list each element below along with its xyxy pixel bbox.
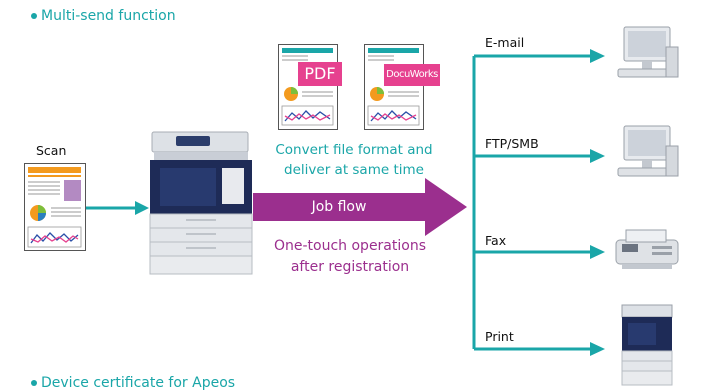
email-branch-arrowhead [590,49,605,63]
destination-label-print: Print [485,329,514,344]
fax-branch-arrowhead [590,245,605,259]
desktop-computer-icon [617,125,679,177]
scan-label: Scan [36,143,67,158]
bullet-dot [31,380,37,386]
fax-machine-icon [615,229,679,269]
job-flow-label: Job flow [311,199,367,215]
job-flow-caption-line1: One-touch operations [273,238,427,254]
conversion-caption-line2: deliver at same time [284,162,424,178]
printer-icon [621,304,673,386]
docuworks-format-badge: DocuWorks [384,64,440,86]
multi-send-heading: Multi-send function [31,8,176,24]
pdf-document-icon [278,44,338,130]
pdf-format-badge: PDF [298,62,342,86]
job-flow-caption-line2: after registration [290,259,410,275]
job-flow-arrow [253,178,467,236]
device-certificate-heading: Device certificate for Apeos [31,375,235,391]
ftp-branch-arrowhead [590,149,605,163]
print-branch-arrowhead [590,342,605,356]
multi-send-heading-text: Multi-send function [41,8,176,24]
multifunction-printer-icon [149,131,253,275]
desktop-computer-icon [617,26,679,78]
destination-label-email: E-mail [485,35,525,50]
conversion-caption: Convert file format and deliver at same … [258,140,450,180]
conversion-caption-line1: Convert file format and [275,142,433,158]
job-flow-caption: One-touch operations after registration [252,236,448,278]
scan-connector-arrowhead [135,201,149,215]
docuworks-document-icon [364,44,424,130]
bullet-dot [31,13,37,19]
destination-label-fax: Fax [485,233,507,248]
destination-label-ftp-smb: FTP/SMB [485,136,539,151]
scanned-document-icon [24,163,86,251]
device-certificate-heading-text: Device certificate for Apeos [41,375,236,391]
